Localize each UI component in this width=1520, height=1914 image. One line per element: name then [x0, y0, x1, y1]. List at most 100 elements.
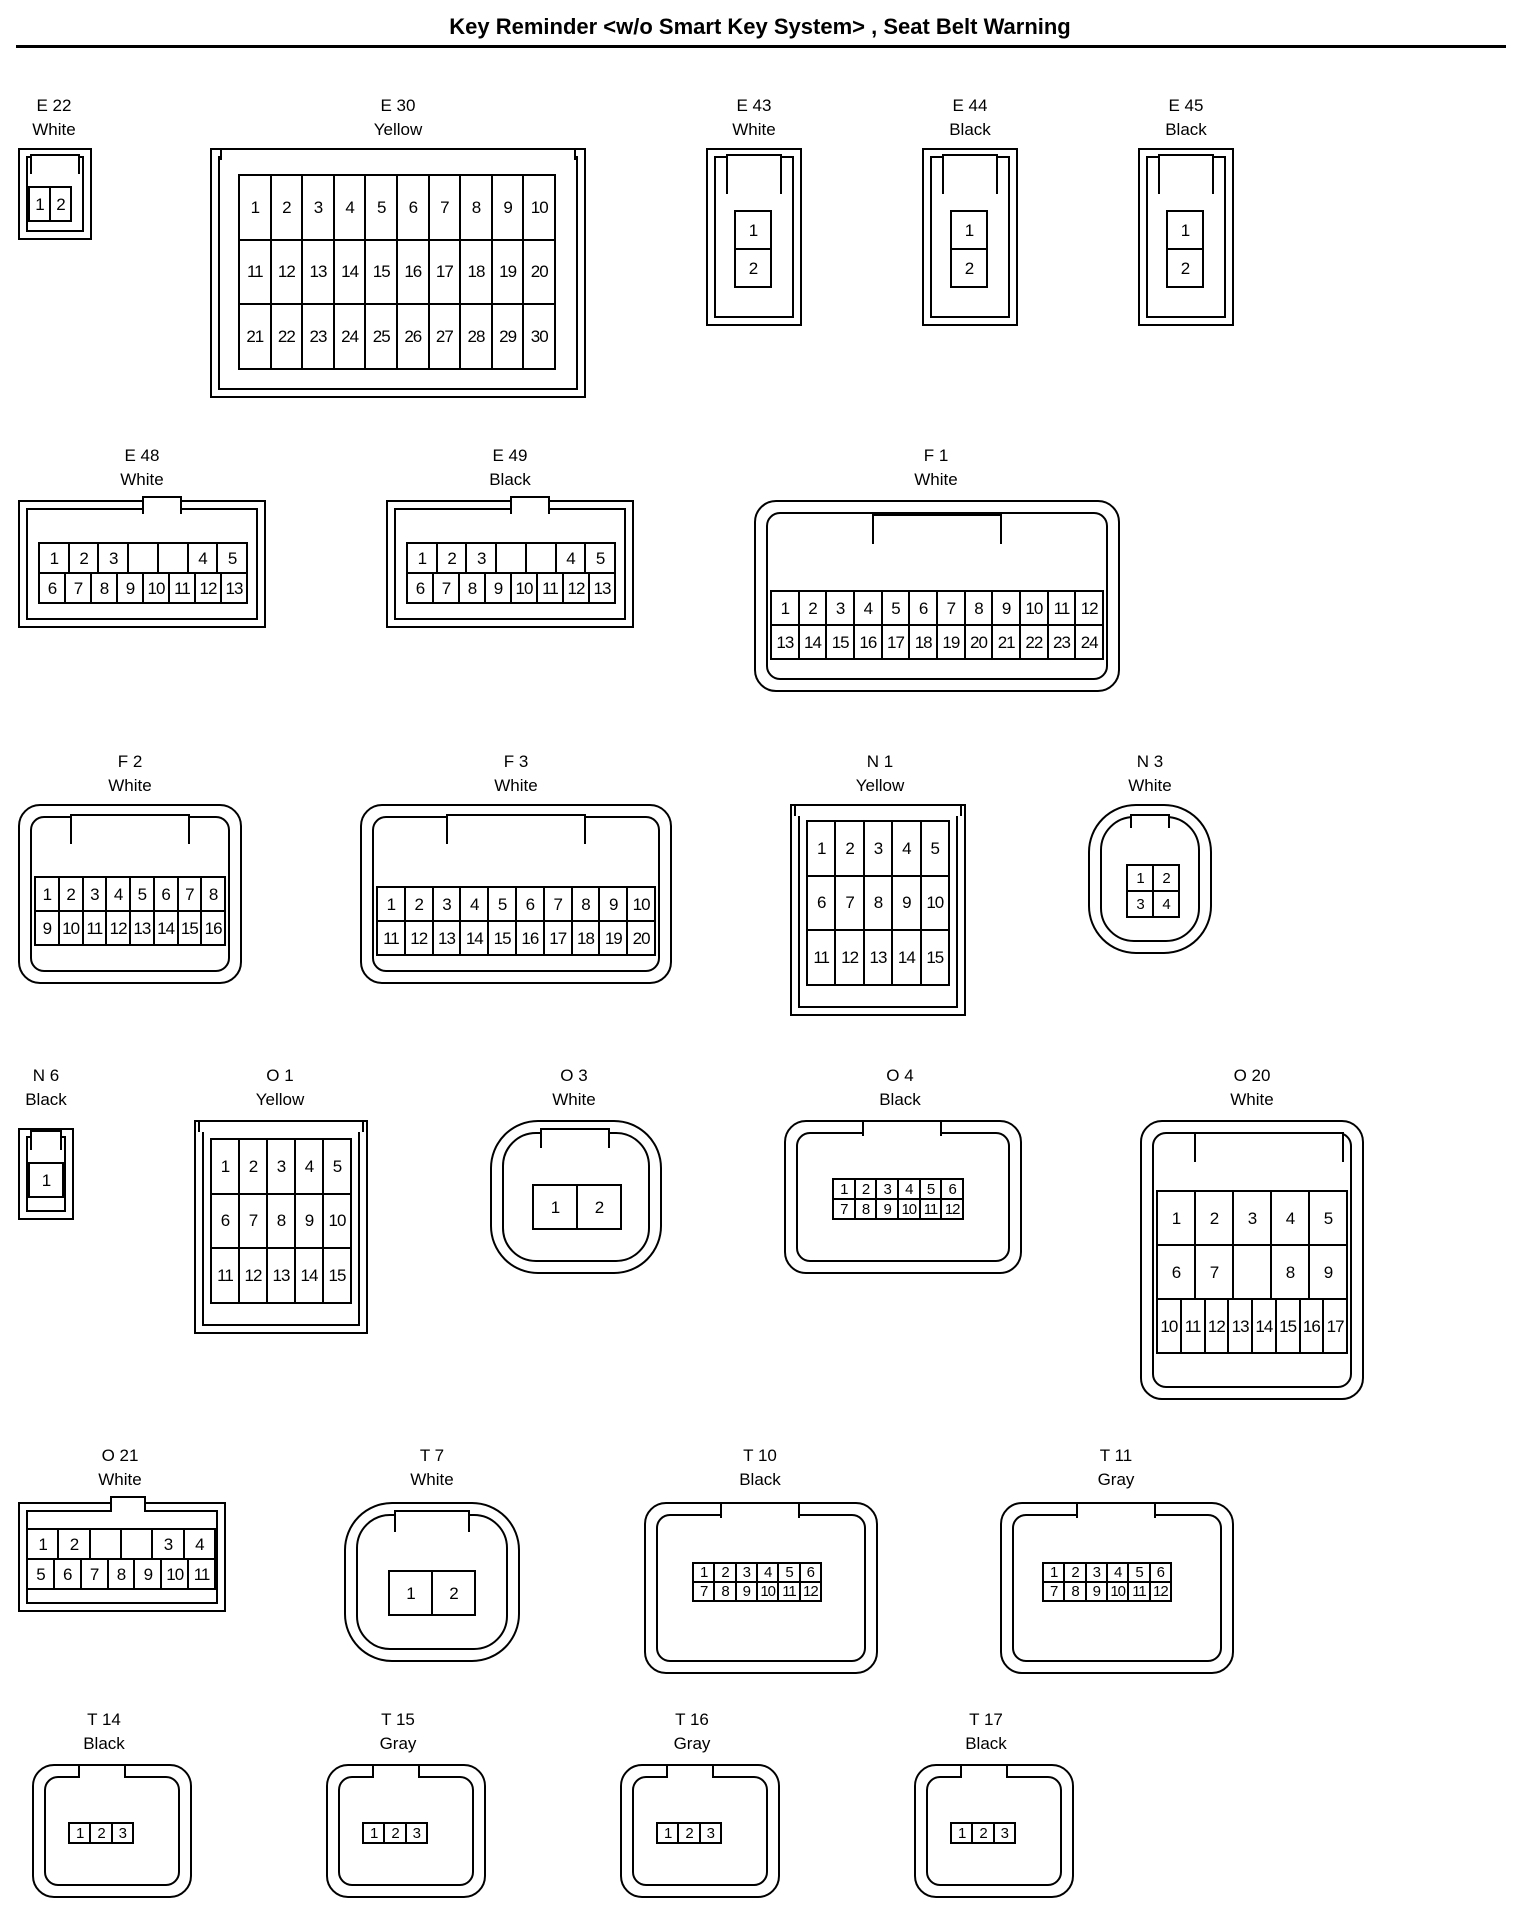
pin-cell: 20 — [628, 922, 654, 954]
connector-latch — [872, 514, 1002, 544]
connector-latch — [78, 1764, 126, 1778]
pin-cell: 6 — [1150, 1564, 1170, 1581]
pin-cell: 12 — [271, 240, 302, 304]
connector-housing — [922, 148, 1018, 326]
connector-color-label: Gray — [1097, 1470, 1135, 1489]
pin-cell: 7 — [834, 1200, 854, 1218]
pin-cell: 2 — [679, 1824, 699, 1842]
pin-cell: 2 — [405, 888, 432, 920]
pin-cell: 26 — [398, 305, 428, 368]
pin-cell: 5 — [28, 1560, 53, 1588]
pin-cell: 16 — [202, 912, 224, 944]
pin-cell: 2 — [855, 1180, 876, 1198]
pin-cell: 12 — [800, 1583, 820, 1600]
connector-id-label: T 15 — [381, 1710, 415, 1729]
pin-cell: 3 — [877, 1180, 897, 1198]
pin-cell: 11 — [378, 922, 404, 954]
connector-color-label: White — [732, 120, 776, 139]
pin-cell: 29 — [492, 305, 523, 368]
pin-cell: 13 — [222, 574, 246, 602]
pin-cell: 8 — [715, 1583, 735, 1600]
pin-cell: 4 — [184, 1530, 214, 1558]
pin-cell: 19 — [600, 922, 627, 954]
pin-cell: 8 — [965, 592, 992, 624]
connector-id-label: O 21 — [101, 1446, 139, 1465]
pin-cavity-empty — [122, 1530, 152, 1558]
pin-cell: 10 — [1158, 1300, 1180, 1352]
pin-cell: 2 — [271, 176, 302, 239]
pin-cell: 11 — [1181, 1300, 1204, 1352]
pin-cell: 10 — [59, 912, 82, 944]
pin-cell: 18 — [572, 922, 599, 954]
pin-cell: 10 — [1020, 592, 1047, 624]
pin-cell: 10 — [524, 176, 554, 239]
connector-id-label: T 11 — [1099, 1446, 1133, 1465]
pin-cell: 5 — [1310, 1192, 1346, 1244]
pin-cell: 17 — [882, 626, 909, 658]
pin-cell: 2 — [1168, 250, 1202, 286]
pin-cell: 10 — [324, 1194, 350, 1248]
pin-cell: 15 — [178, 912, 201, 944]
pin-cell: 8 — [92, 574, 116, 602]
pin-cell: 5 — [489, 888, 515, 920]
connector-color-label: White — [108, 776, 152, 795]
pin-cell: 13 — [1229, 1300, 1251, 1352]
pin-cell: 2 — [799, 592, 826, 624]
pin-cell: 12 — [240, 1249, 266, 1302]
pin-cell: 13 — [590, 574, 614, 602]
pin-cell: 14 — [296, 1249, 322, 1302]
pin-cell: 9 — [135, 1560, 161, 1588]
connector-latch — [142, 496, 182, 514]
pin-cell: 6 — [154, 878, 177, 910]
connector-color-label: Black — [83, 1734, 125, 1753]
pin-cell: 4 — [854, 592, 881, 624]
connector-latch — [1130, 814, 1170, 828]
pin-cell: 1 — [534, 1186, 576, 1228]
pin-cell: 3 — [1234, 1192, 1270, 1244]
pin-cell: 11 — [240, 240, 270, 304]
connector-color-label: Black — [1165, 120, 1207, 139]
pin-cell: 3 — [700, 1824, 720, 1842]
connector-latch — [540, 1128, 610, 1148]
connector-id-label: T 14 — [87, 1710, 121, 1729]
pin-cell: 1 — [1168, 212, 1202, 248]
pin-cell: 3 — [99, 544, 128, 572]
connector-color-label: Gray — [673, 1734, 711, 1753]
pin-cell: 9 — [118, 574, 142, 602]
pin-cell: 2 — [437, 544, 466, 572]
connector-color-label: Black — [949, 120, 991, 139]
pin-cell: 30 — [524, 305, 554, 368]
pin-cell: 1 — [658, 1824, 678, 1842]
connector-latch — [70, 814, 190, 844]
connector-color-label: Yellow — [373, 120, 423, 139]
pin-cell: 3 — [153, 1530, 183, 1558]
pin-cell: 21 — [240, 305, 270, 368]
pin-cell: 4 — [334, 176, 365, 239]
pin-cell: 2 — [433, 1572, 474, 1614]
pin-cell: 9 — [1310, 1246, 1346, 1298]
pin-cavity-empty — [1234, 1246, 1270, 1298]
page-title: Key Reminder <w/o Smart Key System> , Se… — [449, 14, 1071, 39]
pin-cell: 6 — [808, 876, 835, 930]
pin-cell: 13 — [268, 1249, 294, 1302]
pin-cell: 7 — [81, 1560, 107, 1588]
pin-cell: 7 — [429, 176, 460, 239]
pin-cell: 21 — [993, 626, 1019, 658]
pin-cell: 7 — [240, 1194, 266, 1248]
pin-cell: 5 — [779, 1564, 799, 1581]
pin-cell: 7 — [836, 876, 863, 930]
connector-id-label: T 7 — [419, 1446, 445, 1465]
